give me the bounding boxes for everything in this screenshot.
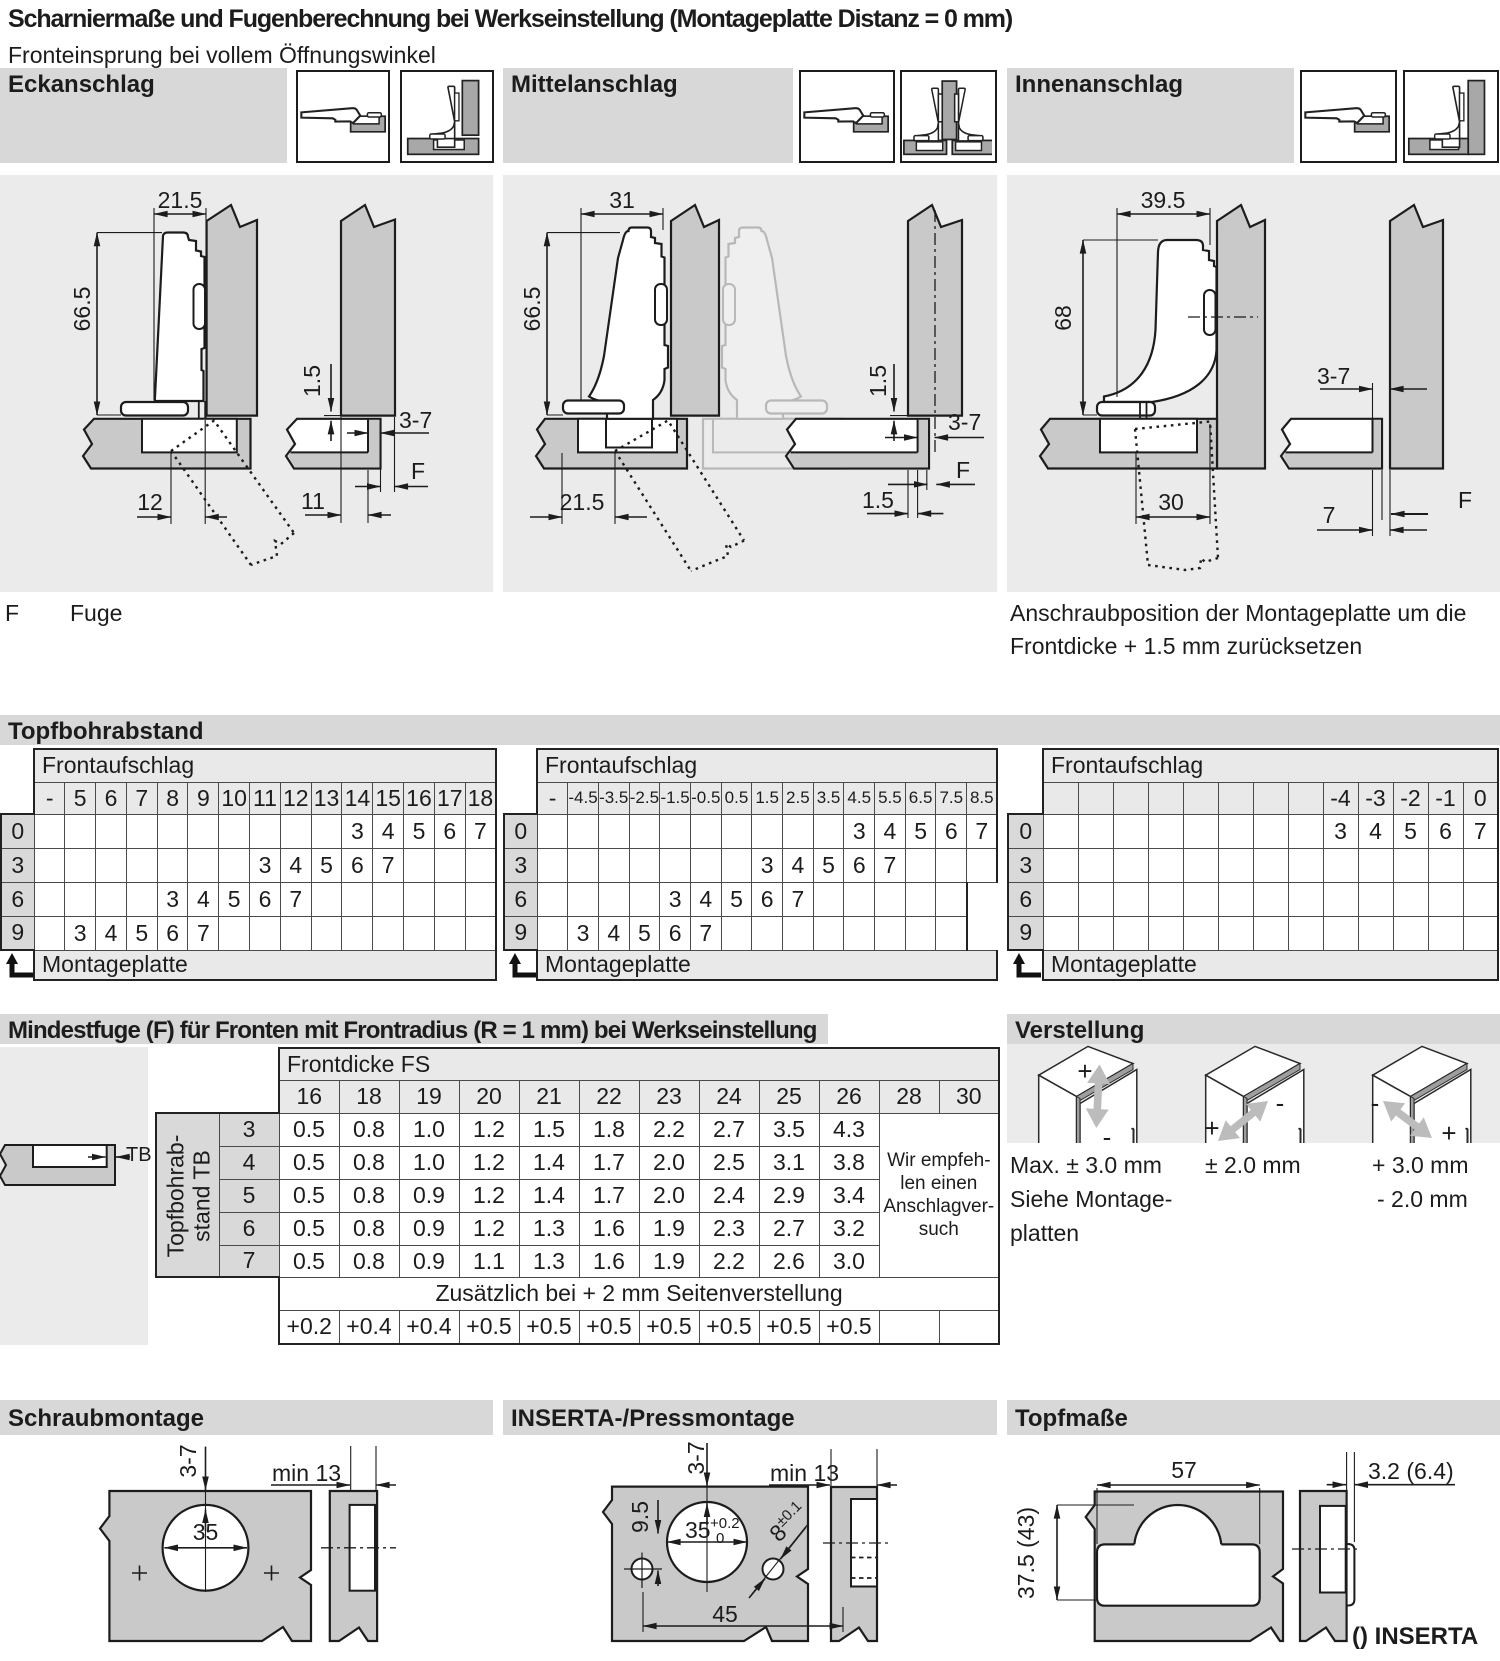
svg-text:min 13: min 13 [272,1460,341,1486]
svg-text:3-7: 3-7 [399,407,432,433]
svg-text:39.5: 39.5 [1141,187,1186,213]
svg-text:35: 35 [193,1519,219,1545]
svg-text:3-7: 3-7 [175,1444,201,1477]
svg-text:21.5: 21.5 [158,187,203,213]
svg-text:45: 45 [712,1601,738,1627]
svg-text:+0.2: +0.2 [710,1515,740,1532]
svg-text:35: 35 [685,1517,711,1543]
svg-text:0: 0 [716,1530,724,1547]
svg-text:1.5: 1.5 [862,487,894,513]
svg-text:12: 12 [137,489,163,515]
svg-text:1.5: 1.5 [865,365,891,397]
svg-text:66.5: 66.5 [519,287,545,332]
svg-text:3-7: 3-7 [683,1441,709,1474]
svg-text:7: 7 [1323,502,1336,528]
svg-text:37.5 (43): 37.5 (43) [1013,1507,1039,1599]
svg-text:F: F [956,457,970,483]
svg-text:66.5: 66.5 [69,287,95,332]
svg-text:3-7: 3-7 [1317,363,1350,389]
svg-text:3.2 (6.4): 3.2 (6.4) [1368,1458,1454,1484]
svg-text:F: F [411,458,425,484]
svg-text:57: 57 [1171,1457,1197,1483]
svg-text:F: F [1458,487,1472,513]
svg-text:9.5: 9.5 [627,1501,653,1533]
svg-text:-: - [1103,1122,1112,1143]
svg-text:TB: TB [126,1144,152,1166]
svg-text:11: 11 [301,488,325,514]
svg-text:3-7: 3-7 [948,409,981,435]
svg-text:min 13: min 13 [770,1460,839,1486]
svg-text:+: + [1204,1113,1219,1143]
svg-text:+: + [1077,1056,1092,1086]
svg-text:-: - [1276,1088,1285,1118]
svg-text:+: + [1441,1118,1456,1143]
svg-text:1.5: 1.5 [299,365,325,397]
svg-text:31: 31 [609,187,635,213]
svg-text:21.5: 21.5 [560,489,605,515]
svg-text:30: 30 [1158,489,1184,515]
svg-text:68: 68 [1050,305,1076,331]
svg-text:-: - [1371,1088,1380,1118]
